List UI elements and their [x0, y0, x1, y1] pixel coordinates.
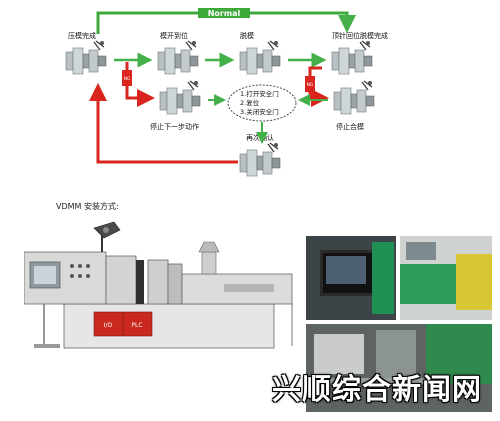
install-title: VDMM 安装方式:: [56, 202, 119, 211]
mold-icon-demold: [239, 40, 281, 75]
normal-label: Normal: [208, 9, 241, 18]
mold-icon-stop-close: [333, 80, 375, 115]
instruction-3: 3.关闭安全门: [240, 107, 279, 116]
step-demold-label: 脱模: [240, 31, 254, 40]
ng-badge-right: [305, 76, 315, 92]
photo-machine-side: [400, 236, 492, 320]
instruction-1: 1.打开安全门: [240, 89, 279, 98]
step-recheck-label: 再次确认: [246, 133, 274, 142]
step-stop-next-label: 停止下一步动作: [150, 122, 199, 131]
mold-icon-recheck: [239, 142, 281, 177]
photo-control-box: [306, 324, 492, 412]
process-flowchart: Normal 压模完成 模开到位 脱模 顶针回位脱模完成 NG NG 1.打开安…: [65, 8, 388, 177]
normal-badge: [198, 8, 250, 18]
instruction-ellipse: [227, 84, 297, 122]
mold-icon-closed: [65, 40, 107, 75]
step-mold-closed-label: 压模完成: [68, 31, 96, 40]
mold-icon-top-back: [331, 40, 373, 75]
plc-panel-label: PLC: [131, 322, 142, 329]
ng-badge-left: [122, 70, 132, 86]
step-stop-close-label: 停止合模: [336, 122, 364, 131]
instruction-2: 2.复位: [240, 98, 260, 107]
mold-icon-open: [157, 40, 199, 75]
installation-photos: 兴顺综合新闻网: [272, 236, 492, 412]
photo-monitor: [306, 236, 396, 320]
ng-label-left: NG: [124, 76, 131, 82]
ng-label-right: NG: [307, 82, 314, 88]
io-panel-label: I/O: [104, 322, 113, 329]
mold-icon-stop-next: [159, 80, 201, 115]
step-top-back-done-label: 顶针回位脱模完成: [332, 31, 388, 40]
watermark: 兴顺综合新闻网: [271, 372, 482, 406]
injection-machine-diagram: I/O PLC: [24, 221, 293, 349]
step-open-eject-label: 模开到位: [160, 31, 188, 40]
